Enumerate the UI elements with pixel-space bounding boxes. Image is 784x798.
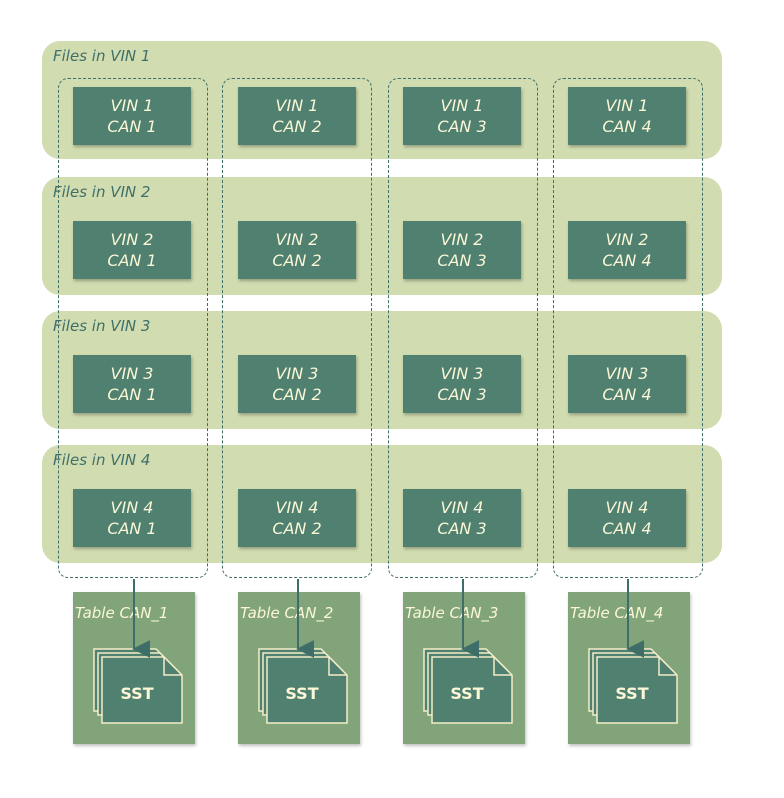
sst-file-icon bbox=[588, 648, 678, 724]
cell-can-label: CAN 1 bbox=[107, 117, 157, 136]
sst-file-icon bbox=[93, 648, 183, 724]
file-cell-vin2-can4: VIN 2 CAN 4 bbox=[568, 221, 686, 279]
cell-can-label: CAN 3 bbox=[437, 519, 487, 538]
cell-can-label: CAN 3 bbox=[437, 117, 487, 136]
file-cell-vin4-can3: VIN 4 CAN 3 bbox=[403, 489, 521, 547]
column-group-can-4 bbox=[553, 78, 703, 578]
cell-can-label: CAN 1 bbox=[107, 519, 157, 538]
file-cell-vin1-can3: VIN 1 CAN 3 bbox=[403, 87, 521, 145]
sst-file-stack: SST bbox=[258, 648, 350, 732]
table-title: Table CAN_1 bbox=[75, 604, 169, 622]
table-title: Table CAN_3 bbox=[405, 604, 499, 622]
file-cell-vin3-can1: VIN 3 CAN 1 bbox=[73, 355, 191, 413]
cell-can-label: CAN 4 bbox=[602, 385, 652, 404]
cell-vin-label: VIN 4 bbox=[110, 498, 154, 517]
cell-can-label: CAN 2 bbox=[272, 251, 322, 270]
file-cell-vin1-can4: VIN 1 CAN 4 bbox=[568, 87, 686, 145]
sst-file-stack: SST bbox=[93, 648, 185, 732]
cell-can-label: CAN 2 bbox=[272, 117, 322, 136]
cell-vin-label: VIN 2 bbox=[110, 230, 154, 249]
sst-label: SST bbox=[120, 683, 154, 703]
sst-file-icon bbox=[423, 648, 513, 724]
file-cell-vin4-can2: VIN 4 CAN 2 bbox=[238, 489, 356, 547]
cell-vin-label: VIN 1 bbox=[440, 96, 484, 115]
sst-label: SST bbox=[615, 683, 649, 703]
cell-can-label: CAN 4 bbox=[602, 117, 652, 136]
sst-file-stack: SST bbox=[588, 648, 680, 732]
cell-vin-label: VIN 3 bbox=[440, 364, 484, 383]
cell-can-label: CAN 4 bbox=[602, 519, 652, 538]
file-cell-vin1-can1: VIN 1 CAN 1 bbox=[73, 87, 191, 145]
cell-vin-label: VIN 1 bbox=[605, 96, 649, 115]
table-can-2: Table CAN_2 SST bbox=[238, 592, 360, 744]
row-label: Files in VIN 3 bbox=[53, 317, 151, 335]
row-label: Files in VIN 2 bbox=[53, 183, 151, 201]
table-can-1: Table CAN_1 SST bbox=[73, 592, 195, 744]
cell-vin-label: VIN 2 bbox=[275, 230, 319, 249]
cell-can-label: CAN 1 bbox=[107, 385, 157, 404]
column-group-can-2 bbox=[222, 78, 372, 578]
cell-vin-label: VIN 3 bbox=[110, 364, 154, 383]
file-cell-vin4-can4: VIN 4 CAN 4 bbox=[568, 489, 686, 547]
sst-file-stack: SST bbox=[423, 648, 515, 732]
cell-vin-label: VIN 3 bbox=[275, 364, 319, 383]
file-cell-vin3-can4: VIN 3 CAN 4 bbox=[568, 355, 686, 413]
file-cell-vin2-can1: VIN 2 CAN 1 bbox=[73, 221, 191, 279]
row-label: Files in VIN 4 bbox=[53, 451, 151, 469]
file-cell-vin3-can3: VIN 3 CAN 3 bbox=[403, 355, 521, 413]
cell-can-label: CAN 1 bbox=[107, 251, 157, 270]
file-cell-vin4-can1: VIN 4 CAN 1 bbox=[73, 489, 191, 547]
table-title: Table CAN_2 bbox=[240, 604, 334, 622]
cell-vin-label: VIN 2 bbox=[605, 230, 649, 249]
column-group-can-1 bbox=[58, 78, 208, 578]
cell-can-label: CAN 4 bbox=[602, 251, 652, 270]
file-cell-vin2-can3: VIN 2 CAN 3 bbox=[403, 221, 521, 279]
cell-vin-label: VIN 1 bbox=[110, 96, 154, 115]
sst-label: SST bbox=[450, 683, 484, 703]
cell-can-label: CAN 2 bbox=[272, 519, 322, 538]
table-title: Table CAN_4 bbox=[570, 604, 664, 622]
cell-vin-label: VIN 1 bbox=[275, 96, 319, 115]
sst-label: SST bbox=[285, 683, 319, 703]
file-cell-vin1-can2: VIN 1 CAN 2 bbox=[238, 87, 356, 145]
cell-vin-label: VIN 2 bbox=[440, 230, 484, 249]
cell-can-label: CAN 3 bbox=[437, 251, 487, 270]
file-cell-vin2-can2: VIN 2 CAN 2 bbox=[238, 221, 356, 279]
sst-file-icon bbox=[258, 648, 348, 724]
cell-vin-label: VIN 4 bbox=[275, 498, 319, 517]
cell-vin-label: VIN 4 bbox=[440, 498, 484, 517]
cell-can-label: CAN 3 bbox=[437, 385, 487, 404]
cell-can-label: CAN 2 bbox=[272, 385, 322, 404]
column-group-can-3 bbox=[388, 78, 538, 578]
file-cell-vin3-can2: VIN 3 CAN 2 bbox=[238, 355, 356, 413]
cell-vin-label: VIN 3 bbox=[605, 364, 649, 383]
table-can-3: Table CAN_3 SST bbox=[403, 592, 525, 744]
table-can-4: Table CAN_4 SST bbox=[568, 592, 690, 744]
cell-vin-label: VIN 4 bbox=[605, 498, 649, 517]
row-label: Files in VIN 1 bbox=[53, 47, 151, 65]
